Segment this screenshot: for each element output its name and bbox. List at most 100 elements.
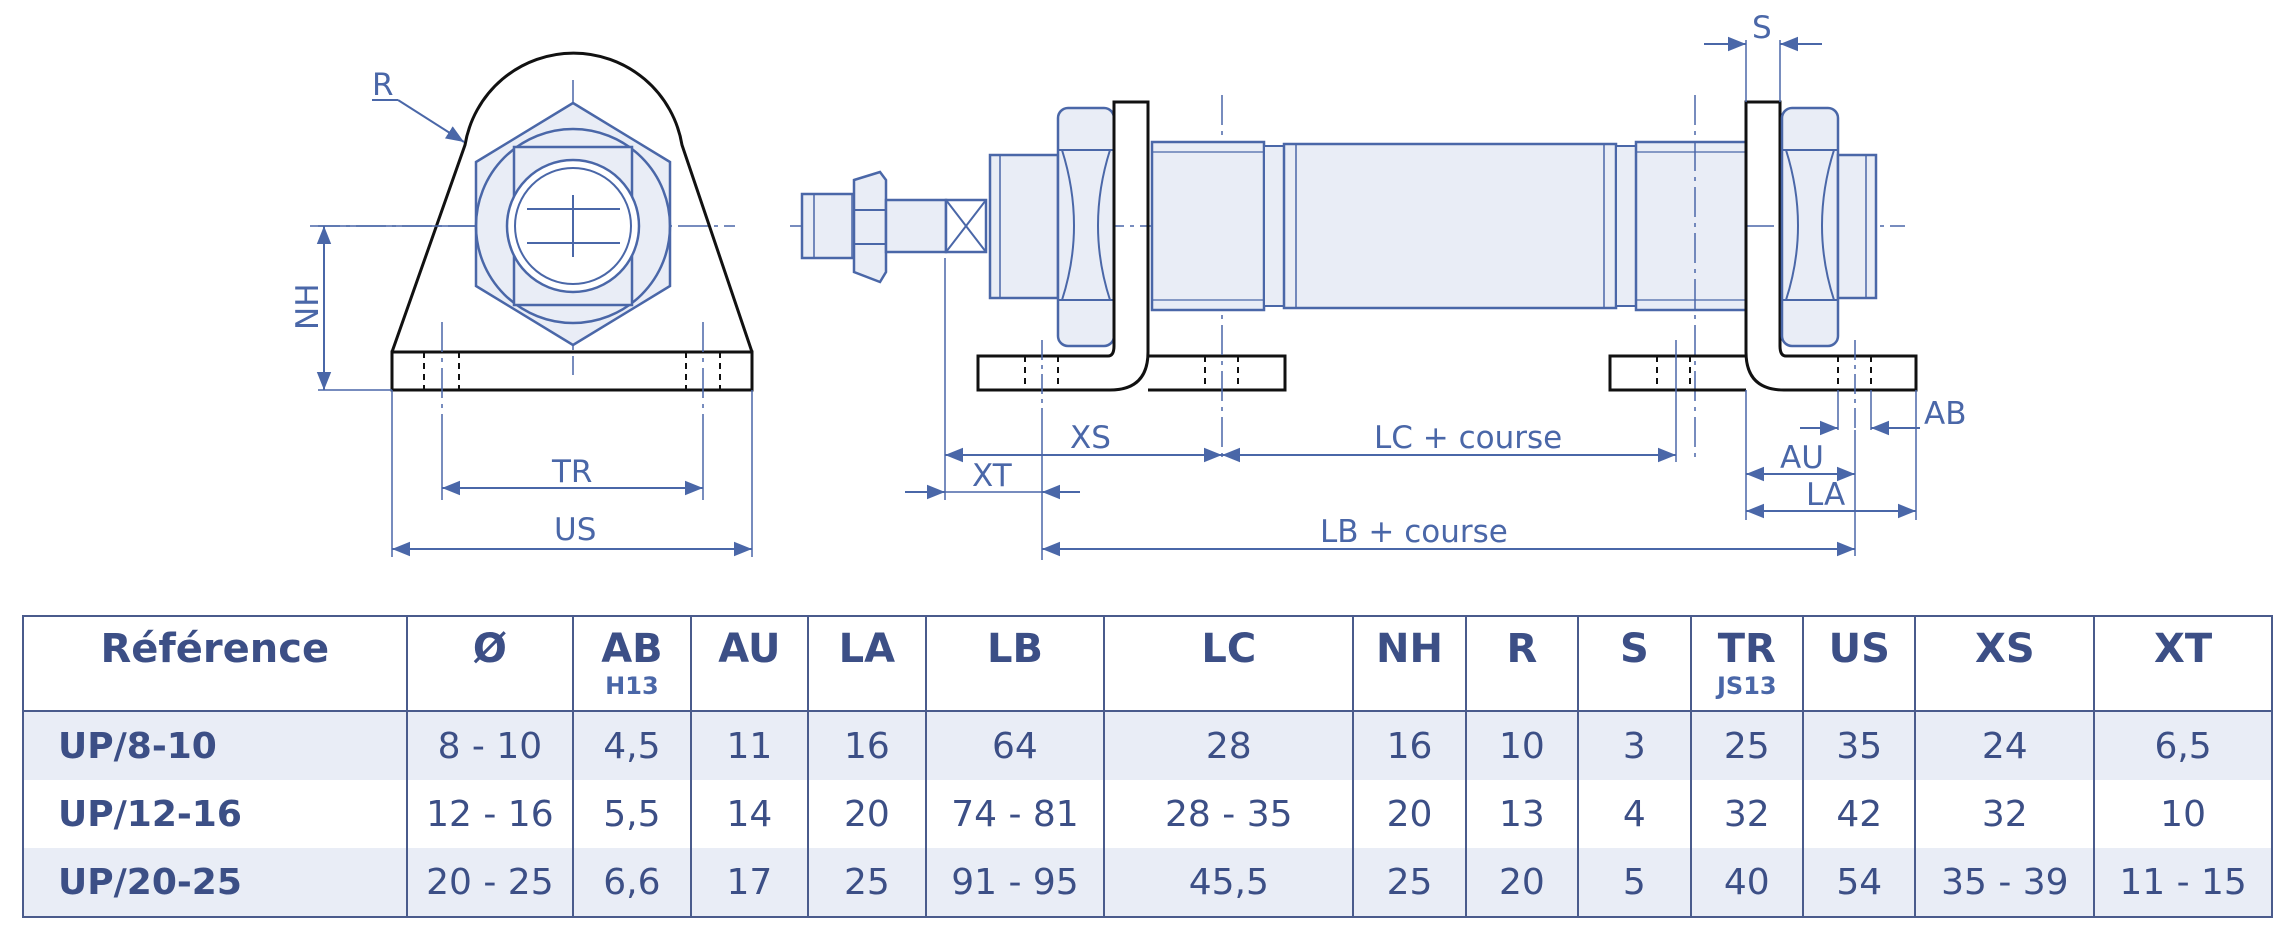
value-cell: 14	[689, 780, 810, 848]
dim-label-r: R	[372, 67, 394, 103]
column-header-label: R	[1506, 626, 1538, 672]
bracket-base	[390, 350, 754, 392]
value-cell: 32	[1689, 780, 1805, 848]
column-header-4: LA	[807, 615, 927, 712]
column-header-6: LC	[1103, 615, 1355, 712]
value-cell: 25	[1352, 848, 1467, 918]
value-cell: 28 - 35	[1103, 780, 1355, 848]
value-cell: 42	[1802, 780, 1917, 848]
reference-cell: UP/12-16	[22, 780, 408, 848]
dim-label-xs: XS	[1070, 420, 1111, 456]
dim-label-s: S	[1752, 10, 1772, 46]
value-cell: 8 - 10	[405, 711, 575, 780]
value-cell: 74 - 81	[924, 780, 1106, 848]
value-cell: 12 - 16	[405, 780, 575, 848]
rod-nut	[852, 170, 888, 284]
value-cell: 54	[1802, 848, 1917, 918]
cylinder-barrel	[1282, 142, 1618, 310]
value-cell: 10	[1464, 711, 1580, 780]
reference-cell: UP/20-25	[22, 848, 408, 918]
dim-label-tr: TR	[551, 454, 592, 490]
column-header-0: Référence	[22, 615, 408, 712]
front-cap	[1150, 140, 1266, 312]
column-header-8: R	[1464, 615, 1580, 712]
column-header-12: XS	[1914, 615, 2096, 712]
value-cell: 16	[807, 711, 927, 780]
value-cell: 16	[1352, 711, 1467, 780]
front-boss	[988, 153, 1060, 300]
rear-nut	[1780, 106, 1840, 348]
front-nut	[1056, 106, 1116, 348]
value-cell: 35 - 39	[1914, 848, 2096, 918]
value-cell: 6,6	[572, 848, 692, 918]
dim-label-au: AU	[1780, 440, 1824, 476]
dim-label-la: LA	[1806, 477, 1845, 513]
column-header-9: S	[1577, 615, 1692, 712]
value-cell: 17	[689, 848, 810, 918]
column-header-13: XT	[2093, 615, 2273, 712]
value-cell: 6,5	[2093, 711, 2273, 780]
right-bracket	[1744, 100, 1918, 392]
bracket-outline	[390, 51, 754, 353]
value-cell: 5	[1577, 848, 1692, 918]
value-cell: 5,5	[572, 780, 692, 848]
rear-boss	[1836, 153, 1878, 300]
column-header-11: US	[1802, 615, 1917, 712]
value-cell: 11	[689, 711, 810, 780]
value-cell: 32	[1914, 780, 2096, 848]
column-header-label: TR	[1717, 626, 1776, 672]
value-cell: 4	[1577, 780, 1692, 848]
column-header-label: Référence	[100, 626, 330, 672]
column-header-label: US	[1828, 626, 1890, 672]
value-cell: 4,5	[572, 711, 692, 780]
column-header-label: XS	[1974, 626, 2035, 672]
column-header-label: XT	[2154, 626, 2213, 672]
column-header-tolerance: JS13	[1717, 672, 1777, 700]
value-cell: 24	[1914, 711, 2096, 780]
dim-label-nh: NH	[290, 284, 326, 331]
column-header-3: AU	[689, 615, 810, 712]
reference-cell: UP/8-10	[22, 711, 408, 780]
value-cell: 20	[807, 780, 927, 848]
column-header-1: Ø	[405, 615, 575, 712]
column-header-label: AU	[718, 626, 781, 672]
column-header-label: AB	[601, 626, 663, 672]
value-cell: 13	[1464, 780, 1580, 848]
value-cell: 28	[1103, 711, 1355, 780]
value-cell: 10	[2093, 780, 2273, 848]
value-cell: 11 - 15	[2093, 848, 2273, 918]
technical-drawing: R NH TR US	[290, 10, 1966, 560]
side-view: S XS LC + course XT LB + course AU LA AB	[790, 10, 1966, 560]
value-cell: 25	[1689, 711, 1805, 780]
value-cell: 35	[1802, 711, 1917, 780]
column-header-label: LC	[1201, 626, 1257, 672]
rear-cap	[1634, 140, 1748, 312]
column-header-7: NH	[1352, 615, 1467, 712]
column-header-label: LA	[838, 626, 896, 672]
column-header-label: Ø	[472, 626, 507, 672]
left-bracket	[976, 100, 1150, 392]
dim-label-xt: XT	[972, 458, 1013, 494]
value-cell: 45,5	[1103, 848, 1355, 918]
value-cell: 25	[807, 848, 927, 918]
value-cell: 40	[1689, 848, 1805, 918]
piston-rod	[884, 198, 948, 254]
front-view: R NH TR US	[290, 51, 754, 557]
value-cell: 20 - 25	[405, 848, 575, 918]
column-header-tolerance: H13	[605, 672, 659, 700]
column-header-label: NH	[1376, 626, 1443, 672]
value-cell: 64	[924, 711, 1106, 780]
dim-label-lb-course: LB + course	[1320, 514, 1508, 550]
column-header-label: LB	[986, 626, 1043, 672]
value-cell: 91 - 95	[924, 848, 1106, 918]
dim-label-ab: AB	[1924, 396, 1966, 432]
